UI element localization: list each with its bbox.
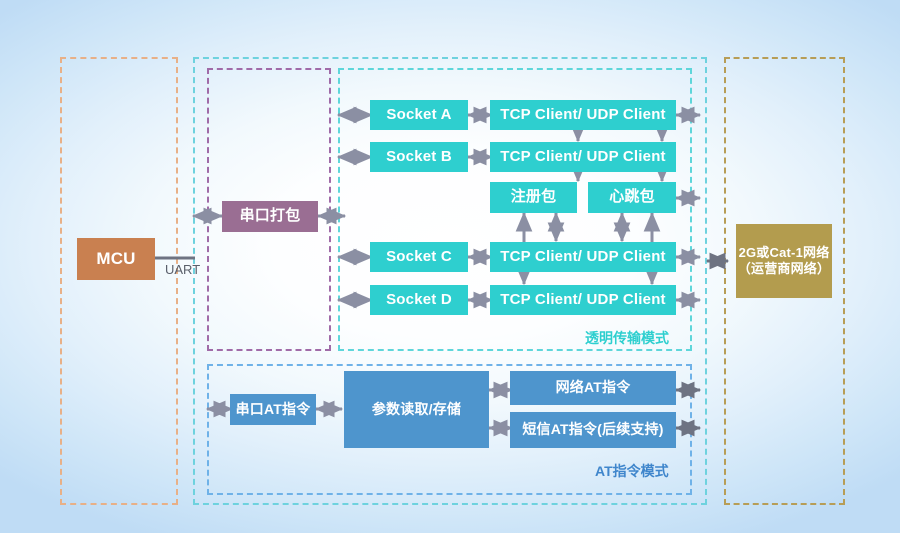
socket-c-label: Socket C — [386, 247, 452, 265]
serial-at-command-label: 串口AT指令 — [235, 400, 311, 417]
tcp-udp-client-a-block[interactable]: TCP Client/ UDP Client — [490, 100, 676, 130]
tcp-udp-client-b-label: TCP Client/ UDP Client — [500, 147, 666, 165]
tcp-udp-client-b-block[interactable]: TCP Client/ UDP Client — [490, 142, 676, 172]
register-packet-block[interactable]: 注册包 — [490, 182, 577, 213]
socket-a-block[interactable]: Socket A — [370, 100, 468, 130]
carrier-network-line2: （运营商网络） — [737, 261, 831, 276]
mcu-block[interactable]: MCU — [77, 238, 155, 280]
tcp-udp-client-d-block[interactable]: TCP Client/ UDP Client — [490, 285, 676, 315]
uart-bus-label: UART — [165, 262, 201, 277]
sms-at-command-label: 短信AT指令(后续支持) — [522, 421, 664, 438]
mcu-label: MCU — [96, 249, 136, 269]
heartbeat-packet-block[interactable]: 心跳包 — [588, 182, 676, 213]
carrier-network-line1: 2G或Cat-1网络 — [738, 244, 830, 260]
uart-packet-block[interactable]: 串口打包 — [222, 201, 318, 232]
tcp-udp-client-d-label: TCP Client/ UDP Client — [500, 290, 666, 308]
uart-packet-label: 串口打包 — [239, 207, 301, 225]
socket-a-label: Socket A — [386, 105, 452, 123]
network-at-command-label: 网络AT指令 — [555, 379, 631, 396]
register-packet-label: 注册包 — [510, 188, 557, 206]
tcp-udp-client-a-label: TCP Client/ UDP Client — [500, 105, 666, 123]
heartbeat-packet-label: 心跳包 — [609, 188, 655, 206]
network-at-command-block[interactable]: 网络AT指令 — [510, 371, 676, 405]
region-mcu-boundary — [60, 57, 178, 505]
socket-b-label: Socket B — [386, 147, 452, 165]
tcp-udp-client-c-block[interactable]: TCP Client/ UDP Client — [490, 242, 676, 272]
socket-b-block[interactable]: Socket B — [370, 142, 468, 172]
tcp-udp-client-c-label: TCP Client/ UDP Client — [500, 247, 666, 265]
socket-c-block[interactable]: Socket C — [370, 242, 468, 272]
region-network-boundary — [724, 57, 845, 505]
serial-at-command-block[interactable]: 串口AT指令 — [230, 394, 316, 425]
sms-at-command-block[interactable]: 短信AT指令(后续支持) — [510, 412, 676, 448]
transparent-mode-caption: 透明传输模式 — [585, 330, 669, 346]
param-read-store-block[interactable]: 参数读取/存储 — [344, 371, 489, 448]
socket-d-block[interactable]: Socket D — [370, 285, 468, 315]
region-module-boundary — [193, 57, 707, 505]
param-read-store-label: 参数读取/存储 — [371, 400, 462, 417]
at-mode-caption: AT指令模式 — [595, 463, 669, 479]
carrier-network-block[interactable]: 2G或Cat-1网络 （运营商网络） — [736, 224, 832, 298]
socket-d-label: Socket D — [386, 290, 452, 308]
